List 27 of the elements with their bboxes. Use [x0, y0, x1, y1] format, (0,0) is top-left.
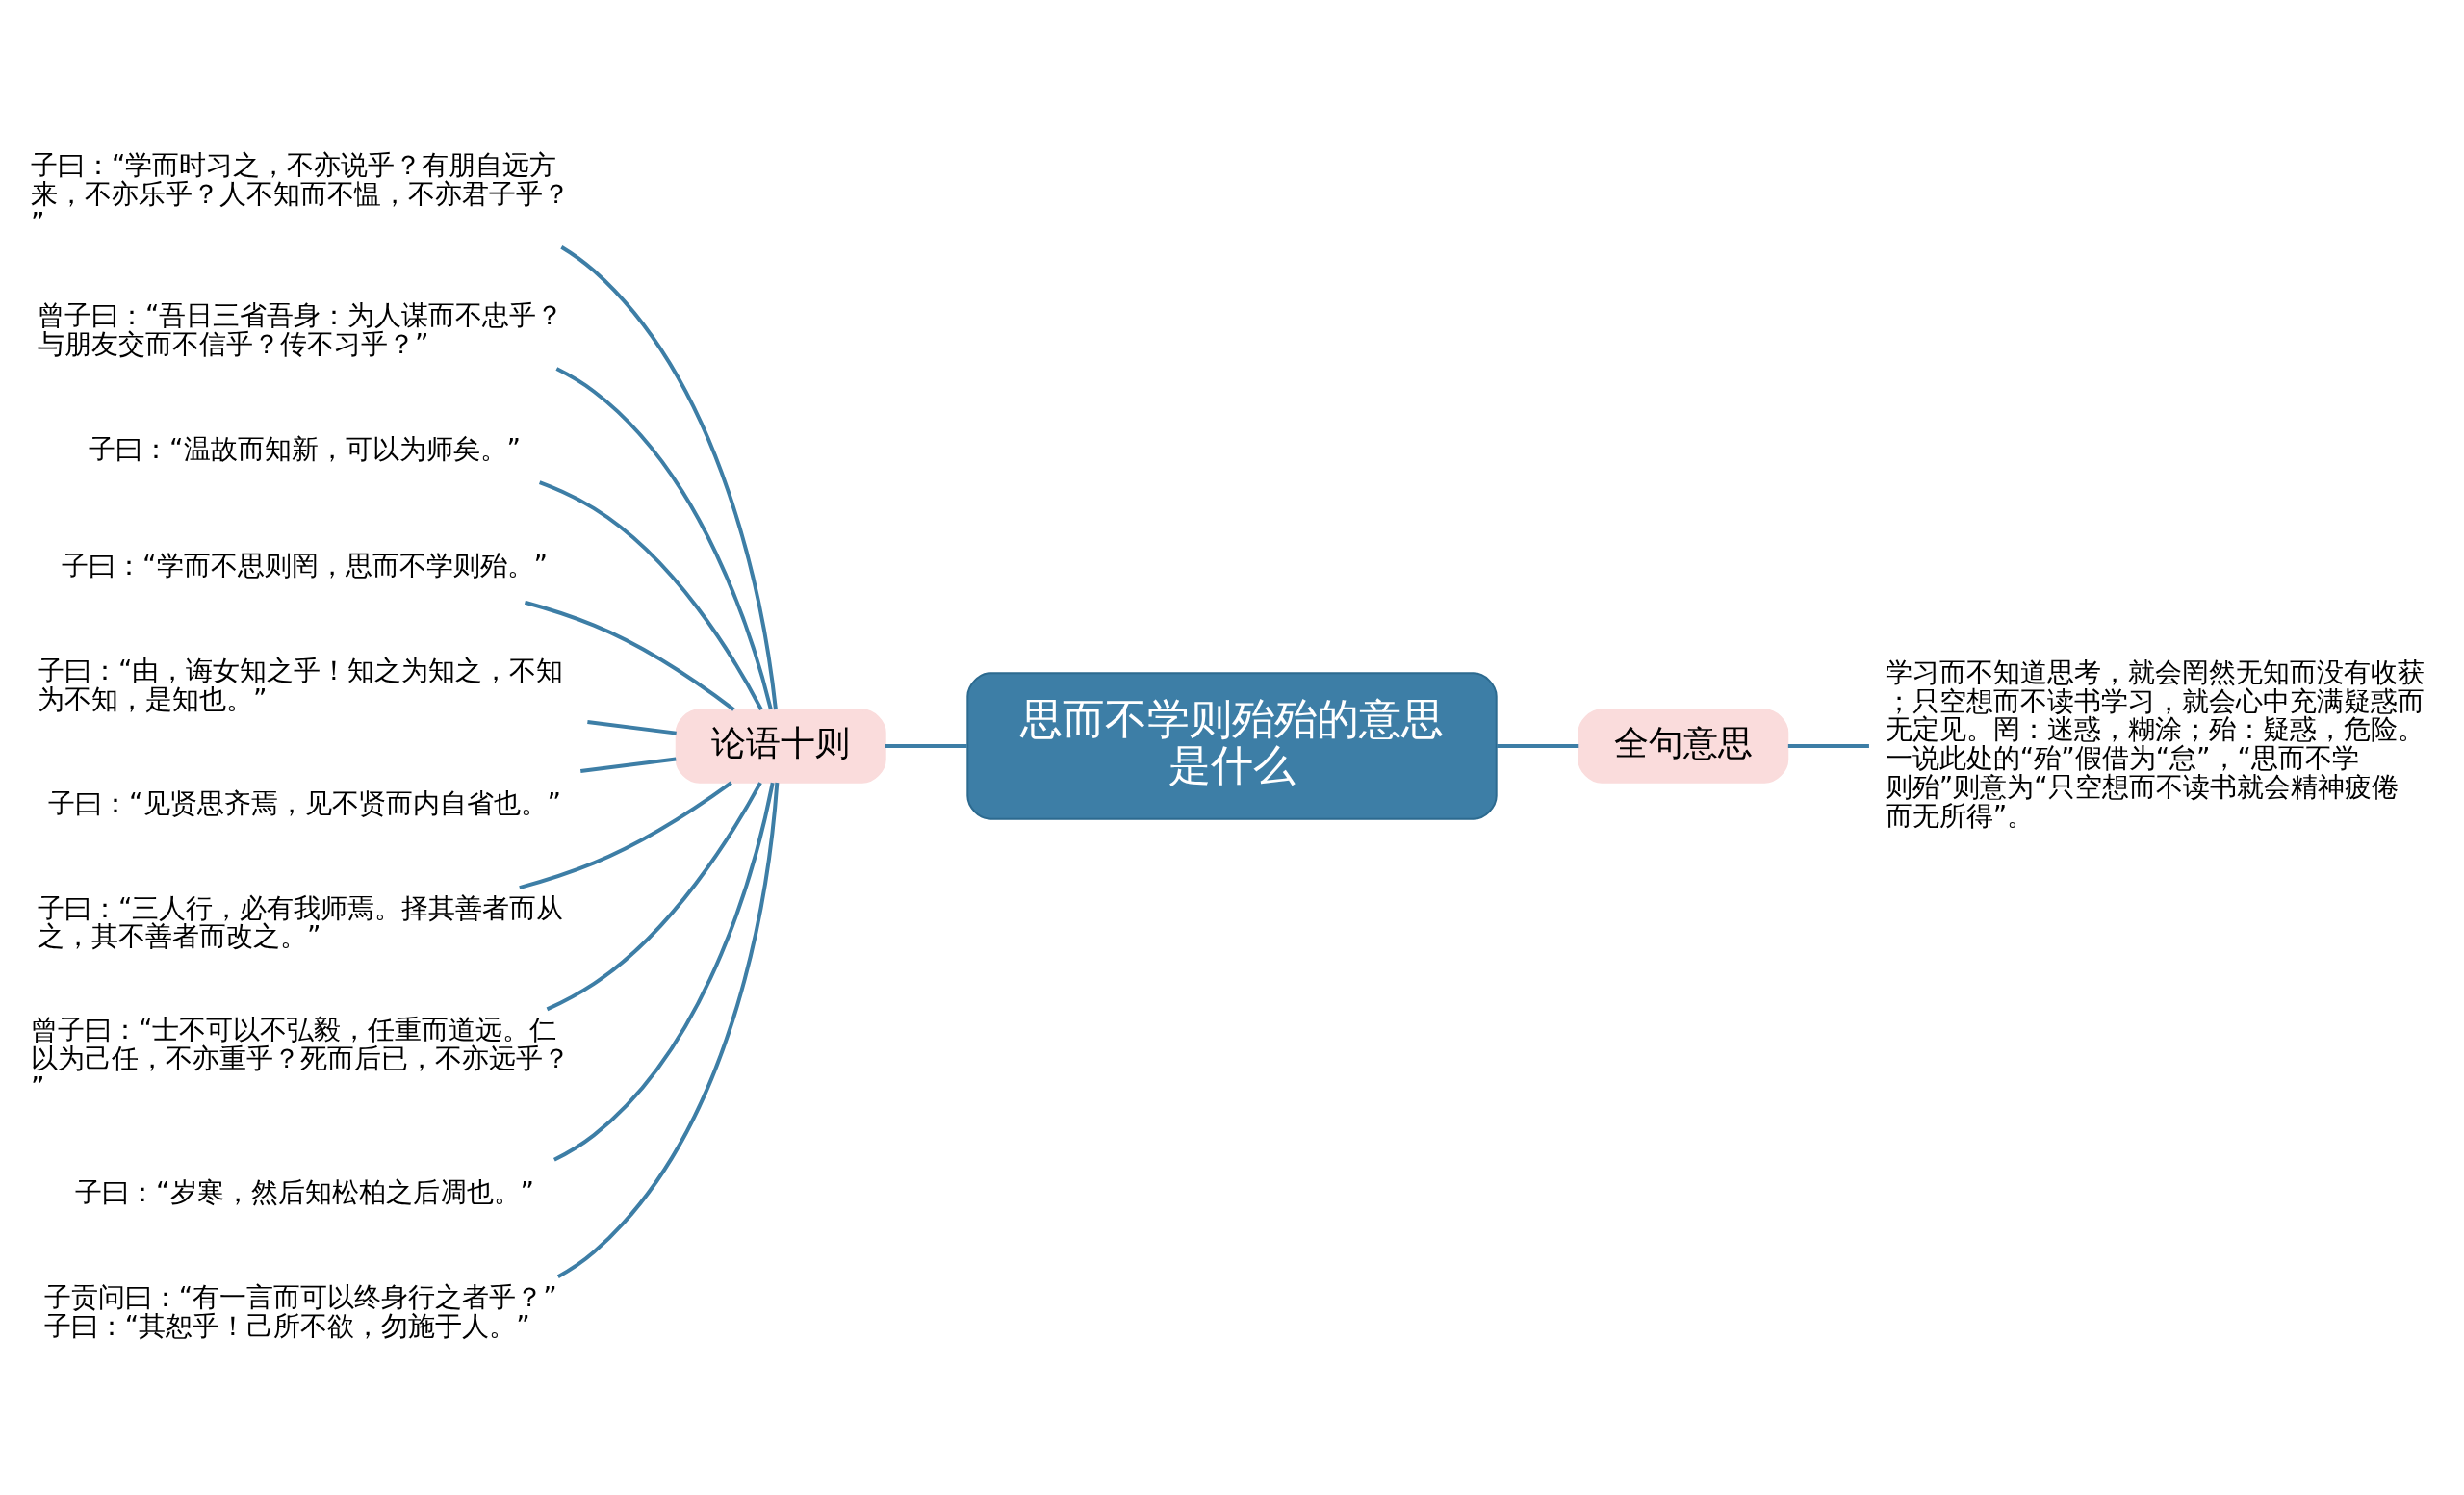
- connector: [1787, 744, 1869, 748]
- node-text: 子曰：“三人行，必有我师焉。择其善者而从之，其不善者而改之。”: [37, 891, 564, 953]
- node-text: 曾子曰：“吾日三省吾身：为人谋而不忠乎？与朋友交而不信乎？传不习乎？”: [37, 299, 564, 361]
- connector: [519, 781, 732, 890]
- connector: [546, 782, 762, 1012]
- connector: [538, 480, 763, 711]
- node-text: 子曰：“见贤思齐焉，见不贤而内自省也。”: [48, 787, 561, 820]
- node-text: 子曰：“岁寒，然后知松柏之后凋也。”: [75, 1176, 534, 1209]
- node-box: 思而不学则殆殆的意思是什么: [966, 672, 1498, 820]
- node-text: 子曰：“学而时习之，不亦说乎？有朋自远方来，不亦乐乎？人不知而不愠，不亦君子乎？”: [30, 149, 570, 239]
- connector: [556, 782, 780, 1278]
- connector: [555, 367, 773, 710]
- connector: [885, 744, 967, 748]
- connector: [587, 720, 677, 735]
- node-text: 曾子曰：“士不可以不弘毅，任重而道远。仁以为己任，不亦重乎？死而后已，不亦远乎？”: [30, 1013, 570, 1103]
- connector: [1497, 744, 1579, 748]
- connector: [560, 245, 778, 710]
- node-box: 全句意思: [1578, 709, 1789, 784]
- node-text: 子曰：“由，诲女知之乎！知之为知之，不知为不知，是知也。”: [37, 654, 564, 715]
- connector: [552, 782, 775, 1162]
- node-text: 学习而不知道思考，就会罔然无知而没有收获；只空想而不读书学习，就会心中充满疑惑而无定见。罔：迷惑，糊涂；殆：疑惑，危险。一说此处的“殆”假借为“怠”，“思而不学则殆”则意为“只空想而不读书就会精神疲倦而无所得”。: [1885, 656, 2425, 833]
- connector: [580, 757, 677, 773]
- node-text: 子贡问曰：“有一言而可以终身行之者乎？”子曰：“其恕乎！己所不欲，勿施于人。”: [43, 1280, 557, 1342]
- connector: [524, 600, 735, 711]
- node-box: 论语十则: [675, 709, 886, 784]
- node-text: 子曰：“学而不思则罔，思而不学则殆。”: [62, 550, 548, 582]
- node-text: 子曰：“温故而知新，可以为师矣。”: [89, 432, 521, 465]
